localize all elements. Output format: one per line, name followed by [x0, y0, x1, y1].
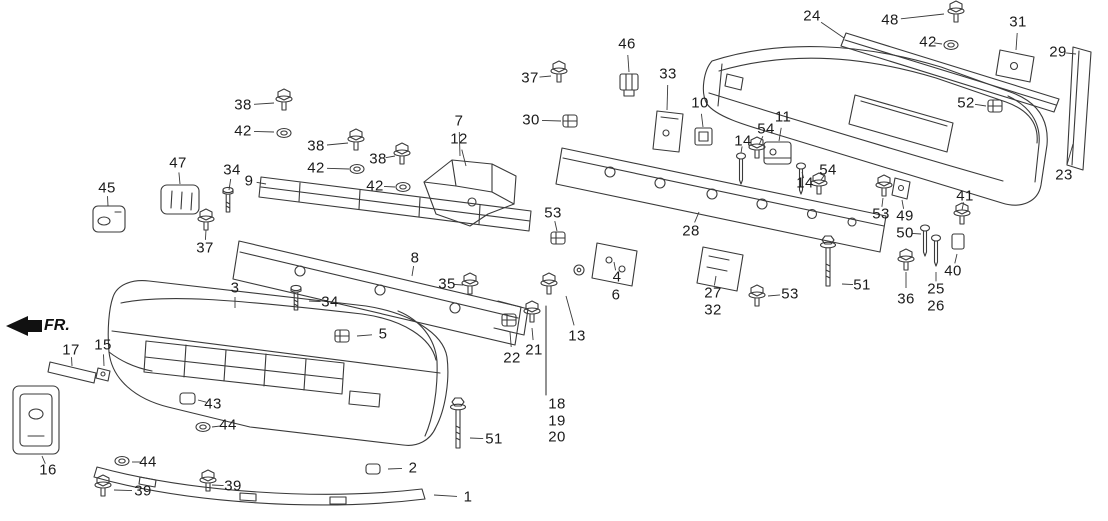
mount-bracket-left — [591, 242, 638, 287]
fr-direction-indicator: FR. — [6, 316, 70, 336]
rear-bumper-face — [702, 46, 1048, 206]
license-bracket — [12, 385, 60, 455]
corner-garnish — [160, 184, 200, 215]
front-corner-bracket — [423, 159, 517, 227]
rear-bumper-beam — [555, 147, 887, 253]
front-lower-molding — [93, 466, 426, 506]
rear-corner-bracket — [995, 49, 1035, 83]
side-bracket — [92, 205, 126, 233]
beam-stay-bracket — [891, 177, 911, 200]
mount-bracket-right — [696, 246, 744, 292]
corner-strip — [47, 361, 111, 384]
rear-hardware — [550, 0, 1003, 307]
rear-upper-molding — [840, 32, 1060, 113]
beam-bracket — [652, 110, 684, 153]
front-bumper-face — [107, 280, 449, 446]
front-beam-stiffener — [258, 176, 532, 232]
fr-label: FR. — [44, 317, 70, 334]
fr-arrow-icon — [6, 316, 42, 336]
front-bumper-beam — [232, 240, 529, 346]
side-molding-right — [1066, 46, 1092, 171]
leader-lines — [41, 13, 1077, 497]
front-hardware — [94, 88, 585, 497]
